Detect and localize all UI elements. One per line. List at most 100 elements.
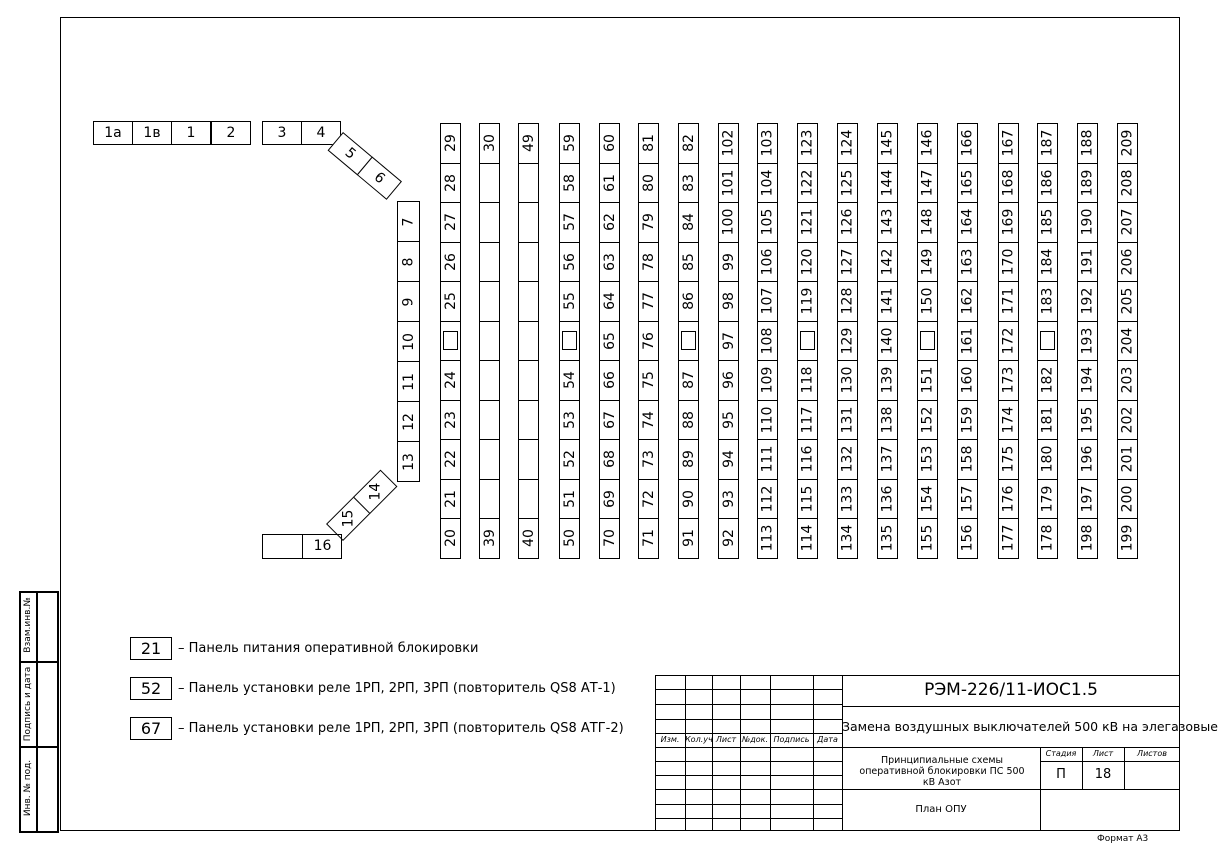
stage-value: П	[1056, 767, 1066, 782]
side-label-replace-inv: Взам.инв.№	[23, 597, 33, 653]
panel-number: 72	[640, 489, 657, 508]
panel-cell: 73	[638, 439, 659, 480]
legend-text: – Панель установки реле 1РП, 2РП, 3РП (п…	[178, 721, 624, 736]
panel-cell: 81	[638, 123, 659, 164]
panel-number: 57	[561, 213, 578, 232]
panel-number: 79	[640, 213, 657, 232]
panel-cell: 158	[957, 439, 978, 480]
panel-cell: 106	[757, 241, 778, 282]
panel-cell	[440, 320, 461, 361]
panel-cell: 1в	[132, 121, 172, 145]
panel-cell: 93	[718, 478, 739, 519]
panel-cell: 159	[957, 399, 978, 440]
panel-number: 85	[680, 252, 697, 271]
panel-number: 101	[720, 169, 737, 197]
panel-cell: 1	[171, 121, 211, 145]
panel-number: 208	[1119, 169, 1136, 197]
panel-number: 30	[481, 134, 498, 153]
panel-number: 4	[316, 125, 326, 141]
panel-cell: 160	[957, 360, 978, 401]
panel-number: 123	[799, 129, 816, 157]
panel-number: 60	[601, 134, 618, 153]
panel-cell: 203	[1117, 360, 1138, 401]
panel-number: 1в	[143, 125, 161, 141]
panel-number: 91	[680, 529, 697, 548]
panel-cell: 177	[998, 518, 1019, 559]
panel-number: 147	[919, 169, 936, 197]
panel-cell: 51	[559, 478, 580, 519]
panel-cell: 25	[440, 281, 461, 322]
panel-cell: 56	[559, 241, 580, 282]
panel-number: 163	[959, 248, 976, 276]
panel-cell: 176	[998, 478, 1019, 519]
panel-number: 175	[1000, 445, 1017, 473]
panel-cell: 85	[678, 241, 699, 282]
panel-cell: 200	[1117, 478, 1138, 519]
panel-number: 172	[1000, 327, 1017, 355]
panel-cell: 112	[757, 478, 778, 519]
panel-cell: 123	[797, 123, 818, 164]
panel-number: 63	[601, 252, 618, 271]
panel-number: 146	[919, 129, 936, 157]
panel-cell: 181	[1037, 399, 1058, 440]
panel-cell: 130	[837, 360, 858, 401]
panel-cell: 62	[599, 202, 620, 243]
panel-cell: 114	[797, 518, 818, 559]
panel-number: 170	[1000, 248, 1017, 276]
panel-cell: 201	[1117, 439, 1138, 480]
panel-cell: 162	[957, 281, 978, 322]
panel-number: 119	[799, 287, 816, 315]
panel-number: 76	[640, 331, 657, 350]
panel-cell: 12	[397, 401, 420, 442]
panel-cell: 137	[877, 439, 898, 480]
panel-cell: 95	[718, 399, 739, 440]
panel-cell	[518, 478, 539, 519]
panel-cell: 149	[917, 241, 938, 282]
panel-number: 90	[680, 489, 697, 508]
panel-number: 130	[839, 366, 856, 394]
panel-number: 178	[1039, 524, 1056, 552]
panel-cell: 124	[837, 123, 858, 164]
panel-number: 24	[442, 371, 459, 390]
panel-cell: 166	[957, 123, 978, 164]
panel-cell: 65	[599, 320, 620, 361]
panel-cell: 120	[797, 241, 818, 282]
panel-cell	[479, 281, 500, 322]
panel-cell: 155	[917, 518, 938, 559]
panel-number: 64	[601, 292, 618, 311]
panel-number: 181	[1039, 406, 1056, 434]
panel-number: 10	[400, 332, 417, 351]
panel-cell: 143	[877, 202, 898, 243]
panel-cell	[518, 360, 539, 401]
panel-number: 94	[720, 450, 737, 469]
panel-number: 126	[839, 208, 856, 236]
panel-number: 142	[879, 248, 896, 276]
panel-cell: 7	[397, 201, 420, 242]
panel-cell: 21	[440, 478, 461, 519]
panel-number: 189	[1079, 169, 1096, 197]
panel-number: 28	[442, 173, 459, 192]
panel-number: 66	[601, 371, 618, 390]
panel-cell: 131	[837, 399, 858, 440]
panel-cell: 94	[718, 439, 739, 480]
panel-cell: 122	[797, 162, 818, 203]
panel-number: 111	[759, 445, 776, 473]
panel-cell: 2	[211, 121, 251, 145]
panel-cell	[479, 320, 500, 361]
panel-cell: 196	[1077, 439, 1098, 480]
panel-number: 73	[640, 450, 657, 469]
panel-cell: 49	[518, 123, 539, 164]
panel-cell: 138	[877, 399, 898, 440]
panel-cell: 102	[718, 123, 739, 164]
stage-label: Стадия	[1045, 749, 1077, 758]
panel-cell: 63	[599, 241, 620, 282]
panel-number: 144	[879, 169, 896, 197]
panel-number: 71	[640, 529, 657, 548]
panel-cell: 180	[1037, 439, 1058, 480]
panel-cell: 70	[599, 518, 620, 559]
panel-cell: 84	[678, 202, 699, 243]
panel-number: 179	[1039, 485, 1056, 513]
panel-cell: 191	[1077, 241, 1098, 282]
panel-number: 113	[759, 524, 776, 552]
panel-number: 8	[400, 257, 417, 266]
